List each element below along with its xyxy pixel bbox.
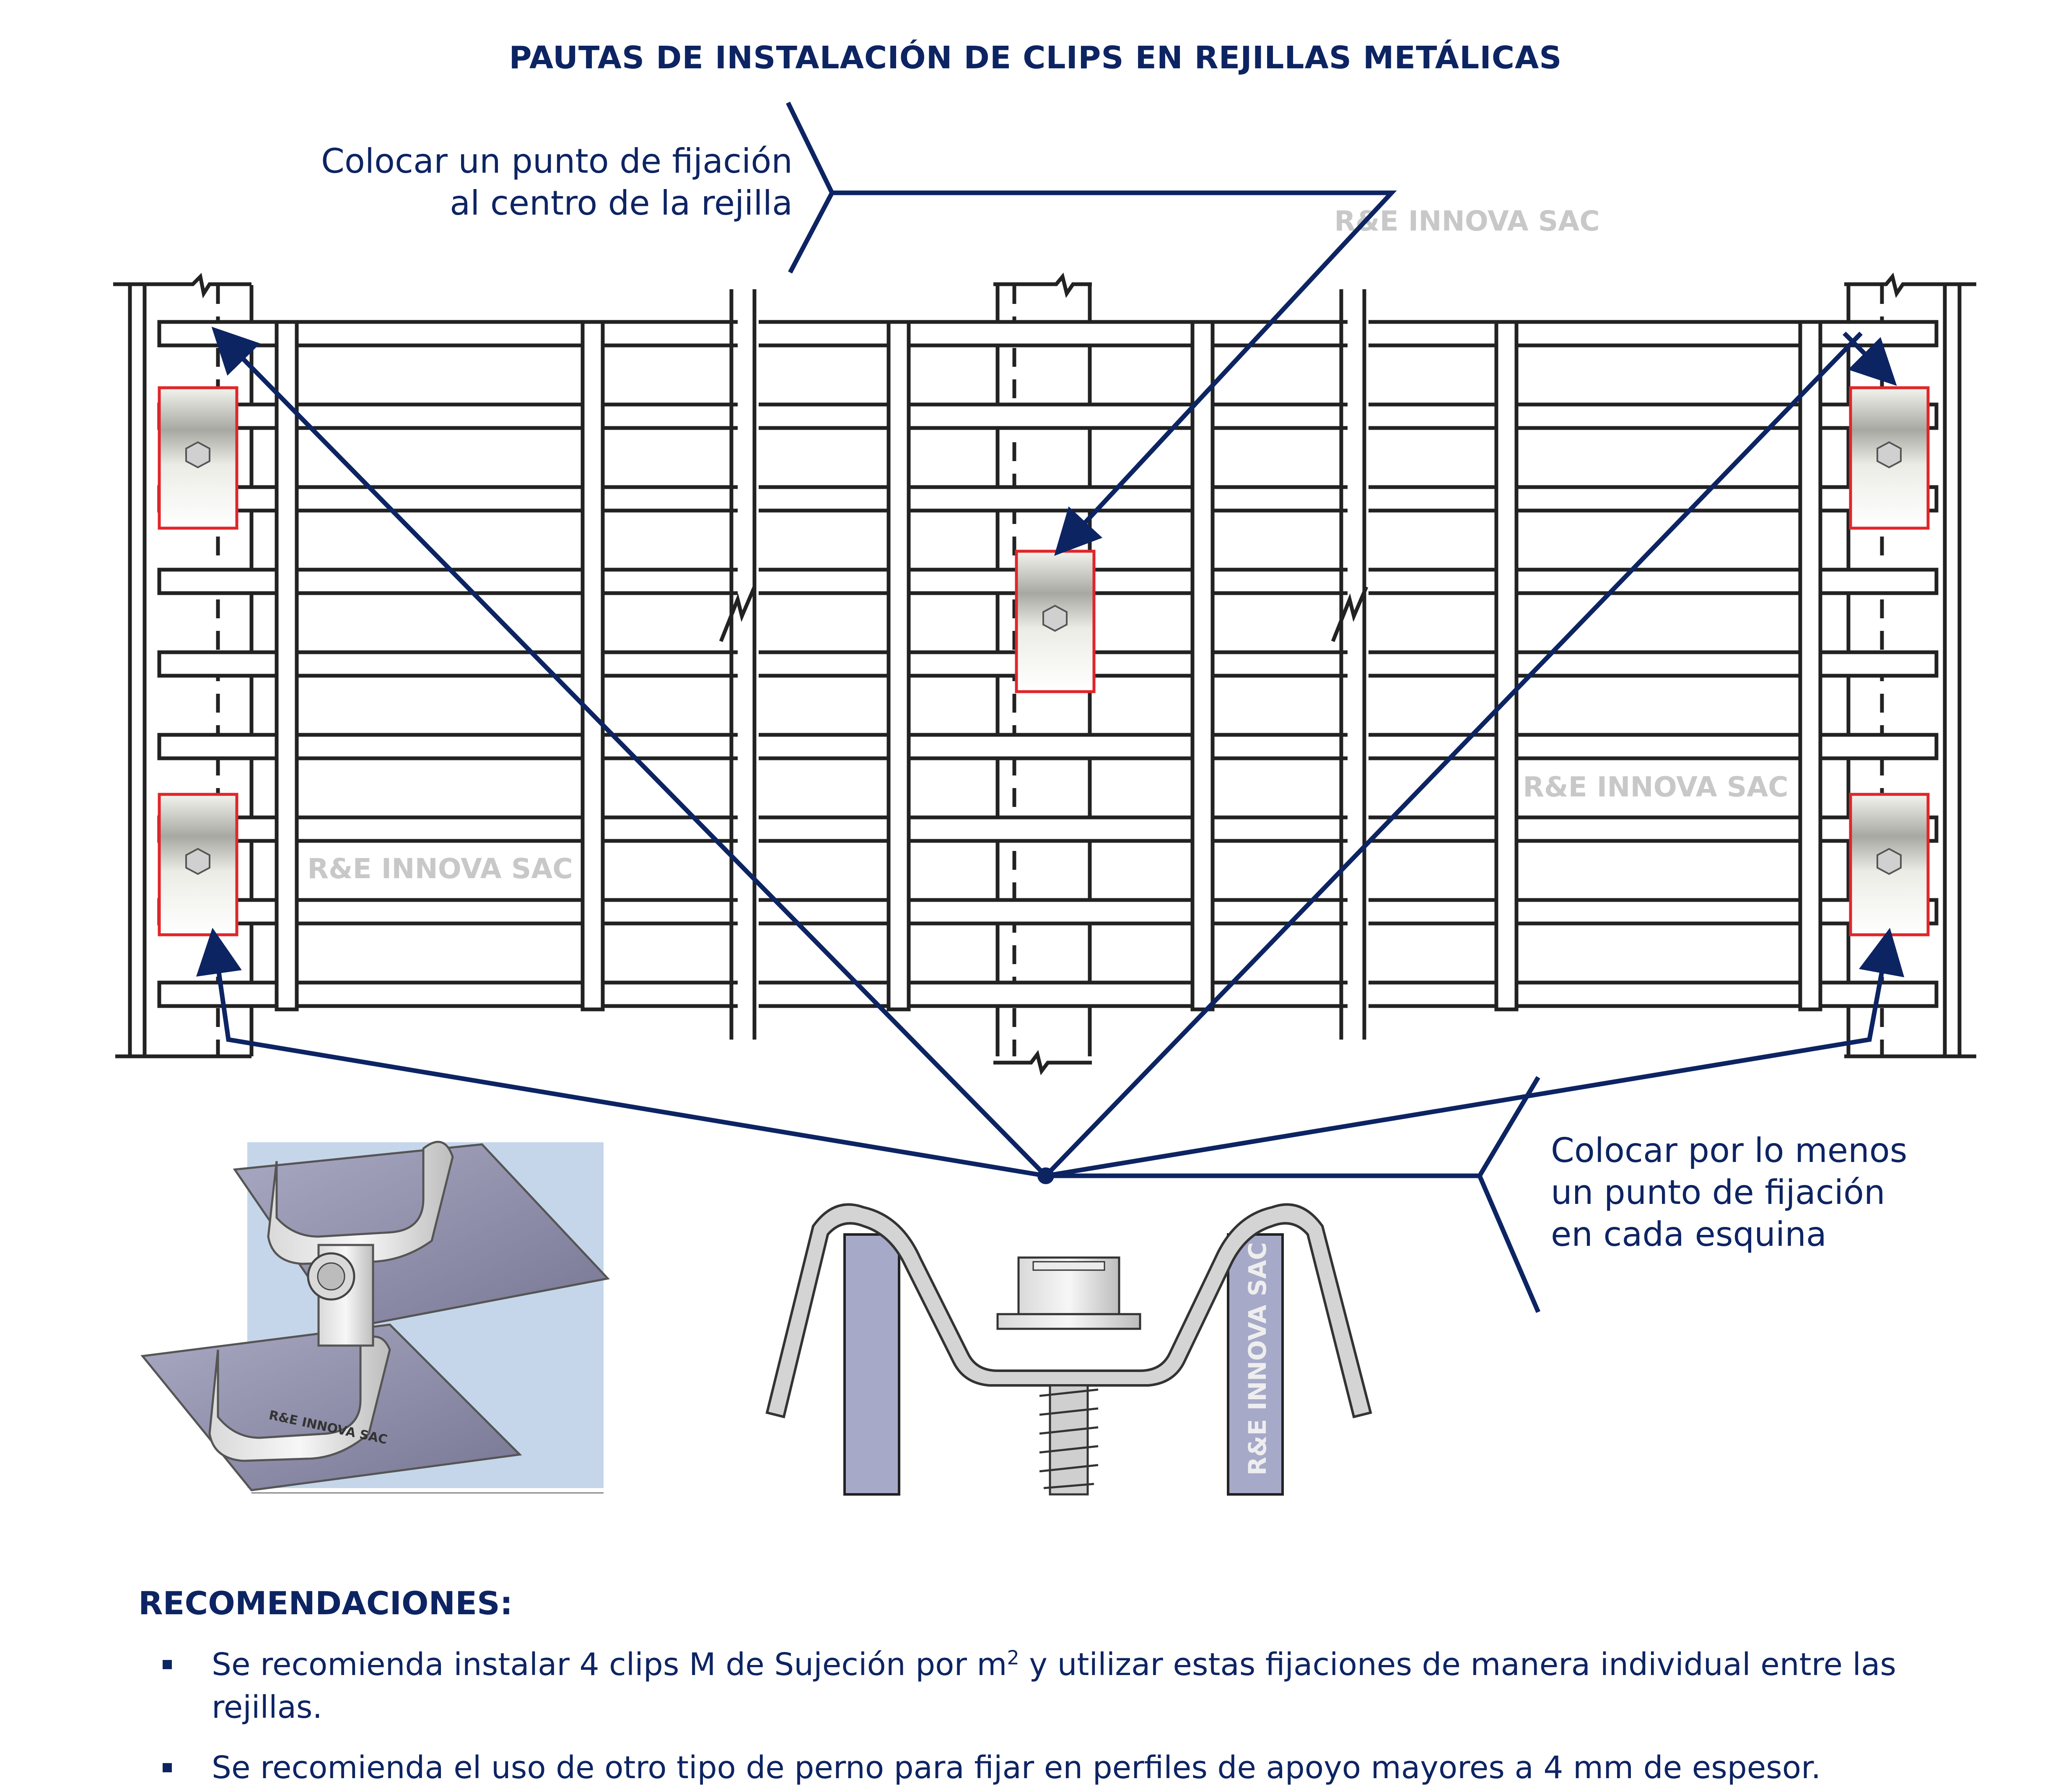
page-title: PAUTAS DE INSTALACIÓN DE CLIPS EN REJILL… bbox=[509, 40, 1562, 76]
clip-section-detail: R&E INNOVA SAC bbox=[765, 1203, 1372, 1496]
center-callout-leader bbox=[832, 190, 1397, 556]
bolt-cap bbox=[1032, 1261, 1105, 1271]
callout-center-fixing: Colocar un punto de fijación al centro d… bbox=[321, 140, 793, 224]
leader-to-top-right-clip bbox=[1044, 332, 1863, 1177]
recommendation-2-text: Se recomienda el uso de otro tipo de per… bbox=[212, 1750, 1821, 1786]
support-bar-right bbox=[1227, 1233, 1284, 1496]
m-clip-profile bbox=[765, 1203, 1372, 1419]
bolt-thread bbox=[1039, 1384, 1099, 1496]
callout-corner-line-2: un punto de fijación bbox=[1551, 1173, 1885, 1212]
leader-lines bbox=[196, 101, 1905, 1313]
recommendation-item: Se recomienda el uso de otro tipo de per… bbox=[138, 1746, 1941, 1789]
corner-callout-bracket bbox=[1477, 1076, 1541, 1313]
break-lines bbox=[719, 289, 1369, 1056]
clip-3d-detail: R&E INNOVA SAC bbox=[140, 1141, 610, 1494]
leader-to-bottom-left-clip bbox=[196, 928, 1046, 1178]
recommendation-1-superscript: 2 bbox=[1007, 1646, 1019, 1669]
grating-plan-view bbox=[113, 272, 1976, 1076]
callout-corner-fixing: Colocar por lo menos un punto de fijació… bbox=[1551, 1130, 1907, 1255]
support-bar-left bbox=[843, 1233, 900, 1496]
center-callout-bracket bbox=[786, 101, 835, 274]
clip-top-right bbox=[1849, 386, 1930, 530]
callout-center-line-2: al centro de la rejilla bbox=[450, 184, 793, 223]
clip-bottom-left bbox=[158, 793, 238, 936]
bullet-square-icon bbox=[163, 1763, 172, 1772]
bolt-washer bbox=[996, 1313, 1141, 1330]
callout-corner-line-1: Colocar por lo menos bbox=[1551, 1131, 1908, 1170]
bearing-bars bbox=[157, 320, 1939, 1008]
watermark-left: R&E INNOVA SAC bbox=[307, 853, 573, 885]
watermark-top: R&E INNOVA SAC bbox=[1334, 205, 1600, 237]
leader-to-top-right-clip-arrow bbox=[1843, 332, 1897, 386]
cross-bars bbox=[275, 320, 1822, 1011]
leader-to-top-left-clip bbox=[211, 327, 1047, 1177]
clip-bolt-icon bbox=[1877, 848, 1902, 875]
callout-corner-line-3: en cada esquina bbox=[1551, 1215, 1827, 1254]
bullet-square-icon bbox=[163, 1660, 172, 1669]
recommendation-1-text: Se recomienda instalar 4 clips M de Suje… bbox=[212, 1647, 1007, 1683]
support-bar-stamp: R&E INNOVA SAC bbox=[1243, 1242, 1272, 1476]
clip-bolt-icon bbox=[185, 848, 210, 875]
clip-bottom-right bbox=[1849, 793, 1930, 936]
recommendation-item: Se recomienda instalar 4 clips M de Suje… bbox=[138, 1643, 1941, 1729]
clip-bolt-icon bbox=[185, 441, 210, 469]
clip-center bbox=[1015, 550, 1096, 693]
clip-bolt-icon bbox=[1877, 441, 1902, 469]
clip-bolt-icon bbox=[1042, 604, 1068, 632]
watermark-right: R&E INNOVA SAC bbox=[1523, 771, 1788, 803]
recommendations-heading: RECOMENDACIONES: bbox=[138, 1585, 513, 1622]
clip-top-left bbox=[158, 386, 238, 530]
leader-to-bottom-right-clip bbox=[1045, 928, 1905, 1178]
recommendations-list: Se recomienda instalar 4 clips M de Suje… bbox=[138, 1643, 1941, 1792]
leader-junction-dot bbox=[1037, 1167, 1054, 1184]
callout-center-line-1: Colocar un punto de fijación bbox=[321, 142, 793, 181]
recommendation-1-text-end: y utilizar estas fijaciones de manera in… bbox=[212, 1647, 1896, 1725]
